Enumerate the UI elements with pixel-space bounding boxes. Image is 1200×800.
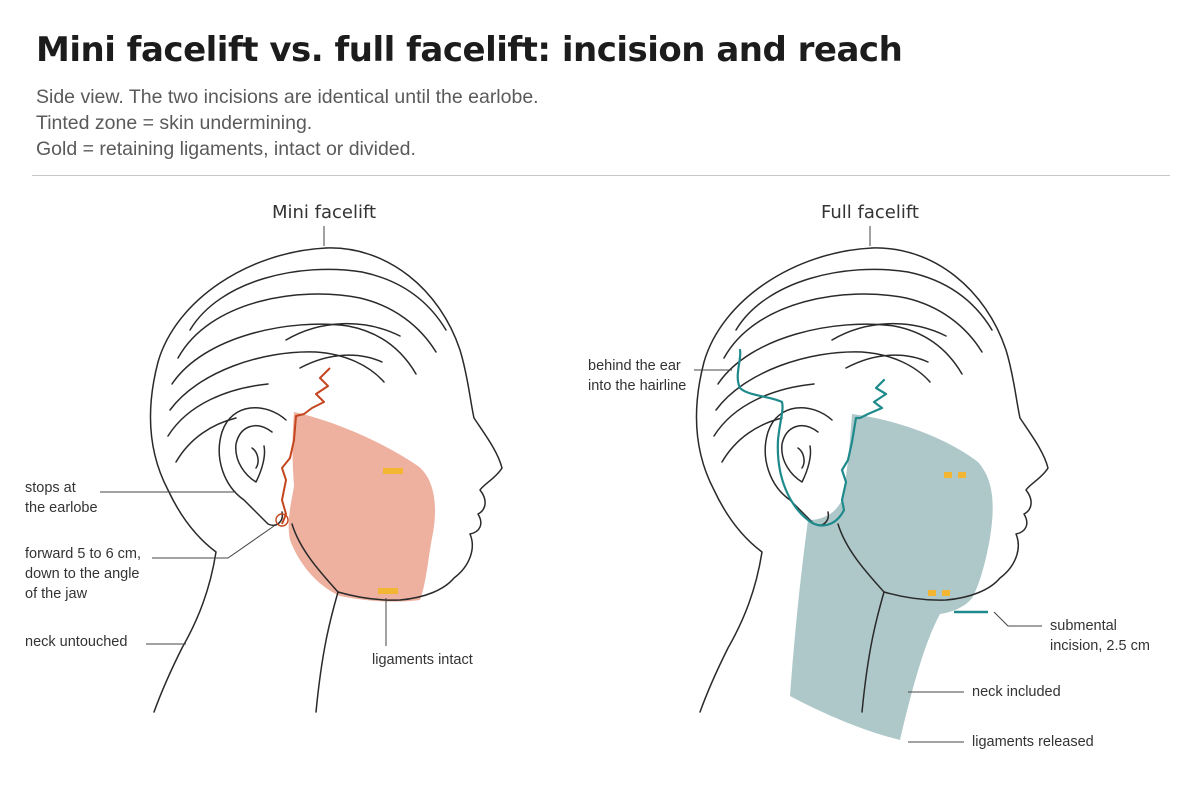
leader-submental: [993, 611, 1042, 627]
subtitle-line: Tinted zone = skin undermining.: [36, 112, 313, 134]
mini-undermining-zone: [288, 412, 436, 602]
subtitle-line: Side view. The two incisions are identic…: [36, 86, 539, 108]
label-submental-incision: submental incision, 2.5 cm: [1050, 618, 1150, 654]
leader-forward-reach: [152, 525, 275, 559]
label-ligaments-released: ligaments released: [972, 734, 1094, 750]
mini-panel-title: Mini facelift: [272, 202, 376, 223]
mini-panel: Mini facelift stops at the earlobe forwa…: [25, 202, 503, 713]
label-stops-at-earlobe: stops at the earlobe: [25, 480, 98, 516]
header-divider: [32, 175, 1170, 176]
full-incision-line: [736, 348, 888, 527]
full-panel: Full facelift behind the ear into the ha…: [588, 202, 1150, 750]
mini-incision-line: [281, 367, 331, 525]
ligament-mark: [942, 590, 950, 596]
ligament-mark: [928, 590, 936, 596]
label-forward-reach: forward 5 to 6 cm, down to the angle of …: [25, 546, 145, 602]
full-panel-title: Full facelift: [821, 202, 919, 223]
ligament-mark: [944, 472, 952, 478]
subtitle-line: Gold = retaining ligaments, intact or di…: [36, 138, 416, 160]
mini-earlobe-mark: [275, 513, 289, 527]
label-ligaments-intact: ligaments intact: [372, 652, 473, 668]
ligament-mark: [378, 588, 398, 594]
label-neck-included: neck included: [972, 684, 1061, 700]
full-undermining-zone: [790, 414, 993, 740]
label-behind-the-ear: behind the ear into the hairline: [588, 358, 686, 394]
subtitle: Side view. The two incisions are identic…: [36, 84, 539, 162]
label-neck-untouched: neck untouched: [25, 634, 127, 650]
ligament-mark: [958, 472, 966, 478]
ligament-mark: [383, 468, 403, 474]
page-title: Mini facelift vs. full facelift: incisio…: [36, 30, 903, 70]
